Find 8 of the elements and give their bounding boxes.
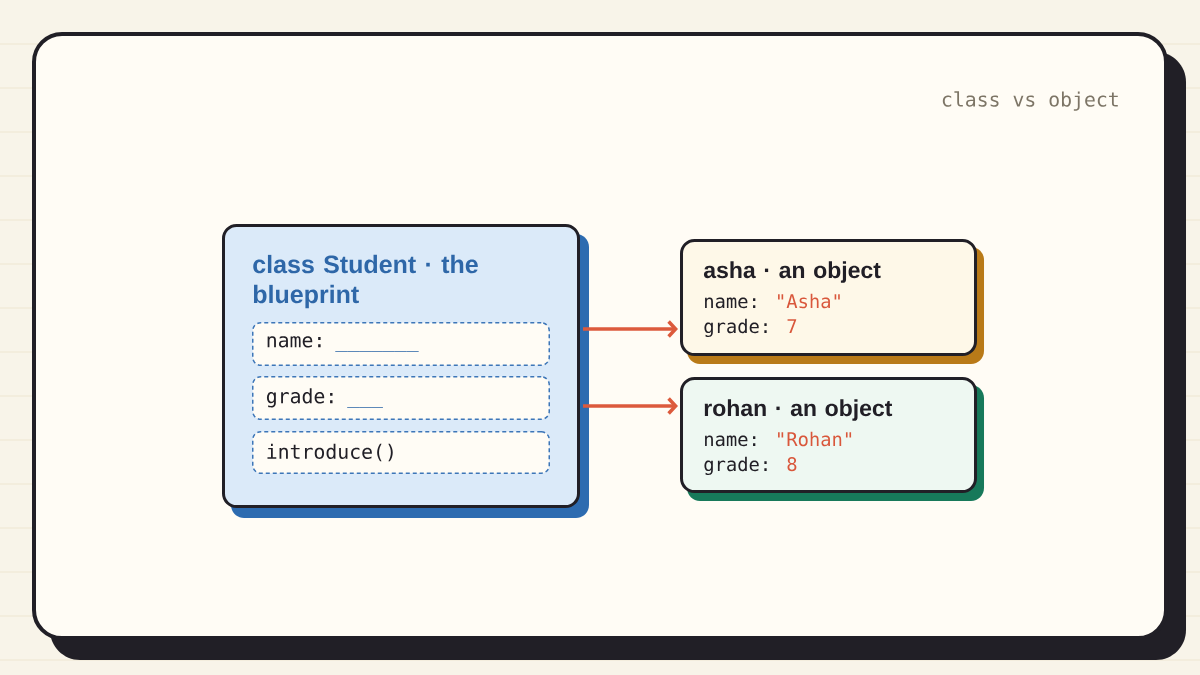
arrow [583,320,678,338]
dashed-field: name: _______ [252,322,550,366]
arrow [583,397,678,415]
dashed-field: introduce() [252,431,550,474]
object-card: asha · an object name: "Asha" grade: 7 [680,239,984,364]
dashed-field: grade: ___ [252,376,550,420]
caption-text: class vs object [942,91,1118,111]
object-card: rohan · an object name: "Rohan" grade: 8 [680,377,984,501]
